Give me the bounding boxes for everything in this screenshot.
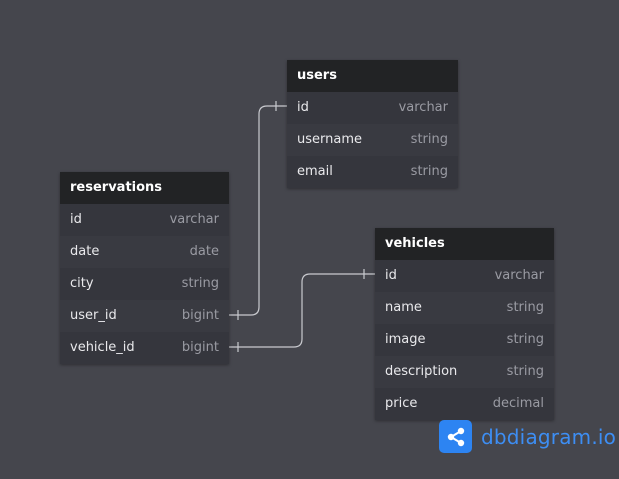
table-vehicles-row[interactable]: id varchar <box>375 260 554 292</box>
table-reservations-row[interactable]: id varchar <box>60 204 229 236</box>
table-vehicles-row[interactable]: name string <box>375 292 554 324</box>
column-type: bigint <box>181 308 219 323</box>
column-name: email <box>297 164 333 179</box>
column-type: string <box>410 132 448 147</box>
table-reservations-row[interactable]: date date <box>60 236 229 268</box>
table-reservations[interactable]: reservations id varchar date date city s… <box>60 172 229 364</box>
column-name: description <box>385 364 458 379</box>
column-type: string <box>410 164 448 179</box>
table-users-row[interactable]: id varchar <box>287 92 458 124</box>
logo-text: dbdiagram.io <box>481 424 617 449</box>
table-reservations-row[interactable]: city string <box>60 268 229 300</box>
column-name: vehicle_id <box>70 340 135 355</box>
table-vehicles-row[interactable]: price decimal <box>375 388 554 420</box>
table-vehicles[interactable]: vehicles id varchar name string image st… <box>375 228 554 420</box>
column-type: string <box>506 300 544 315</box>
column-type: string <box>181 276 219 291</box>
table-reservations-row[interactable]: vehicle_id bigint <box>60 332 229 364</box>
column-name: id <box>297 100 309 115</box>
column-name: city <box>70 276 94 291</box>
table-users-row[interactable]: username string <box>287 124 458 156</box>
column-type: string <box>506 332 544 347</box>
column-type: string <box>506 364 544 379</box>
table-vehicles-header[interactable]: vehicles <box>375 228 554 260</box>
column-name: date <box>70 244 100 259</box>
table-users-header[interactable]: users <box>287 60 458 92</box>
column-name: id <box>70 212 82 227</box>
relationship-vehicle-id-to-vehicles-id[interactable] <box>229 273 376 348</box>
relationship-user-id-to-users-id[interactable] <box>229 105 288 316</box>
table-users[interactable]: users id varchar username string email s… <box>287 60 458 188</box>
column-name: name <box>385 300 422 315</box>
column-type: bigint <box>181 340 219 355</box>
column-type: varchar <box>398 100 448 115</box>
share-nodes-icon <box>439 420 472 453</box>
column-name: price <box>385 396 418 411</box>
column-name: id <box>385 268 397 283</box>
column-type: decimal <box>492 396 544 411</box>
column-type: varchar <box>494 268 544 283</box>
table-reservations-header[interactable]: reservations <box>60 172 229 204</box>
column-type: varchar <box>169 212 219 227</box>
column-name: image <box>385 332 426 347</box>
column-type: date <box>189 244 219 259</box>
table-reservations-row[interactable]: user_id bigint <box>60 300 229 332</box>
column-name: username <box>297 132 362 147</box>
table-vehicles-row[interactable]: description string <box>375 356 554 388</box>
table-users-row[interactable]: email string <box>287 156 458 188</box>
column-name: user_id <box>70 308 117 323</box>
dbdiagram-logo[interactable]: dbdiagram.io <box>439 420 616 453</box>
table-vehicles-row[interactable]: image string <box>375 324 554 356</box>
